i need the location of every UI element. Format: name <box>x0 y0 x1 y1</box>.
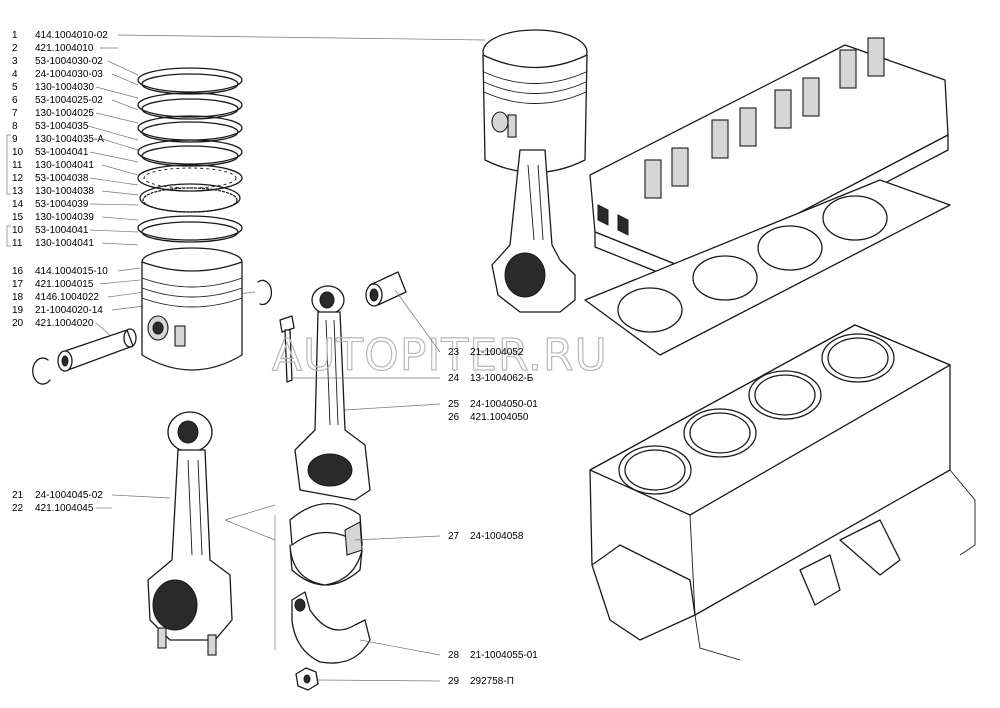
callout-part-number: 21-1004052 <box>470 347 524 358</box>
callout-part-number: 414.1004010-02 <box>35 30 108 41</box>
callout-part-number: 4146.1004022 <box>35 292 99 303</box>
piston-lower <box>141 247 243 371</box>
callout-number: 5 <box>12 82 18 93</box>
callout-number: 17 <box>12 279 24 290</box>
callout-part-number: 421.1004010 <box>35 43 94 54</box>
callout-number: 23 <box>448 347 460 358</box>
callout-part-number: 53-1004039 <box>35 199 89 210</box>
callout-number: 21 <box>12 490 24 501</box>
callout-part-number: 130-1004041 <box>35 238 94 249</box>
callout-number: 26 <box>448 412 460 423</box>
callout-part-number: 13-1004062-Б <box>470 373 534 384</box>
callout-number: 25 <box>448 399 460 410</box>
circlip-right <box>257 279 273 306</box>
callout-part-number: 24-1004045-02 <box>35 490 103 501</box>
piston-with-connecting-rod <box>482 29 588 313</box>
callout-part-number: 130-1004038 <box>35 186 94 197</box>
callout-part-number: 421.1004050 <box>470 412 529 423</box>
callout-number: 4 <box>12 69 18 80</box>
callout-number: 8 <box>12 121 18 132</box>
piston-rings-stack <box>137 67 243 243</box>
callout-list-right: 23 21-1004052 24 13-1004062-Б 25 24-1004… <box>448 347 538 687</box>
callout-part-number: 53-1004035 <box>35 121 89 132</box>
callout-part-number: 53-1004030-02 <box>35 56 103 67</box>
callout-brackets <box>6 134 11 247</box>
callout-part-number: 24-1004050-01 <box>470 399 538 410</box>
callout-number: 9 <box>12 134 18 145</box>
connecting-rod-cap <box>291 591 371 664</box>
callout-part-number: 53-1004041 <box>35 225 89 236</box>
rod-nut <box>295 667 319 691</box>
callout-number: 27 <box>448 531 460 542</box>
callout-part-number: 292758-П <box>470 676 514 687</box>
callout-part-number: 130-1004035-А <box>35 134 104 145</box>
head-gasket <box>584 179 951 356</box>
callout-number: 24 <box>448 373 460 384</box>
callout-part-number: 130-1004039 <box>35 212 94 223</box>
callout-part-number: 130-1004025 <box>35 108 94 119</box>
callout-number: 22 <box>12 503 24 514</box>
callout-part-number: 53-1004025-02 <box>35 95 103 106</box>
callout-part-number: 53-1004038 <box>35 173 89 184</box>
callout-number: 7 <box>12 108 18 119</box>
callout-number: 12 <box>12 173 24 184</box>
callout-part-number: 24-1004030-03 <box>35 69 103 80</box>
callout-number: 6 <box>12 95 18 106</box>
piston-pin <box>57 328 137 372</box>
connecting-rod-middle <box>294 285 371 501</box>
callout-number: 10 <box>12 225 24 236</box>
callout-part-number: 414.1004015-10 <box>35 266 108 277</box>
callout-part-number: 24-1004058 <box>470 531 524 542</box>
callout-number: 13 <box>12 186 24 197</box>
callout-part-number: 21-1004055-01 <box>470 650 538 661</box>
bearing-shells-upper <box>289 503 363 586</box>
callout-part-number: 421.1004045 <box>35 503 94 514</box>
callout-number: 18 <box>12 292 24 303</box>
callout-part-number: 53-1004041 <box>35 147 89 158</box>
callout-number: 2 <box>12 43 18 54</box>
rod-bolt <box>279 315 295 383</box>
leader-lines-left <box>87 34 486 509</box>
callout-part-number: 421.1004015 <box>35 279 94 290</box>
callout-number: 20 <box>12 318 24 329</box>
callout-number: 29 <box>448 676 460 687</box>
callout-list-left: 1 414.1004010-02 2 421.1004010 3 53-1004… <box>12 30 108 514</box>
valve-springs <box>644 37 885 199</box>
callout-number: 11 <box>12 160 23 171</box>
circlip-left <box>32 357 51 385</box>
callout-part-number: 130-1004041 <box>35 160 94 171</box>
callout-part-number: 130-1004030 <box>35 82 94 93</box>
callout-number: 28 <box>448 650 460 661</box>
callout-number: 1 <box>12 30 18 41</box>
leader-lines-right <box>224 289 441 682</box>
callout-number: 16 <box>12 266 24 277</box>
cylinder-block <box>589 324 976 661</box>
callout-number: 19 <box>12 305 24 316</box>
callout-number: 10 <box>12 147 24 158</box>
callout-part-number: 421.1004020 <box>35 318 94 329</box>
callout-number: 14 <box>12 199 24 210</box>
callout-number: 11 <box>12 238 23 249</box>
callout-part-number: 21-1004020-14 <box>35 305 103 316</box>
watermark: AUTOPITER.RU <box>272 330 608 381</box>
small-end-bushing <box>365 271 407 307</box>
callout-number: 15 <box>12 212 24 223</box>
callout-number: 3 <box>12 56 18 67</box>
connecting-rod-left <box>147 411 233 656</box>
